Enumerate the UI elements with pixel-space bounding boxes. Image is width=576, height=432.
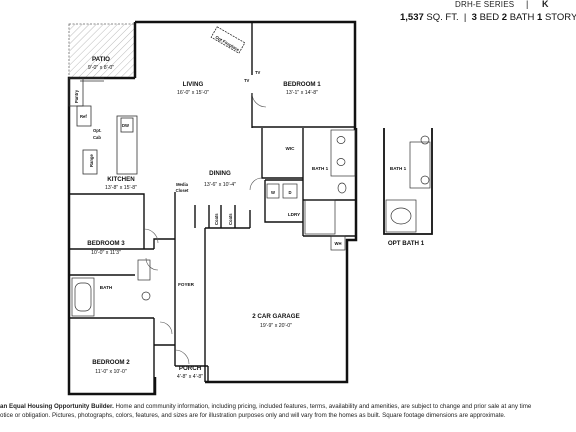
laundry-name: LDRY — [288, 212, 300, 217]
series-label: DRH-E SERIES — [455, 0, 515, 9]
disclaimer-text1: Home and community information, includin… — [113, 403, 532, 410]
opt-bath1-name: OPT BATH 1 — [388, 240, 425, 247]
sqft-unit: SQ. FT. — [426, 12, 459, 23]
patio-slab — [68, 23, 136, 79]
fireplace — [210, 26, 246, 54]
beds-value: 3 — [471, 12, 477, 23]
kitchen-name: KITCHEN — [107, 176, 135, 183]
ref-label: Ref — [80, 114, 87, 119]
plan-stats: 1,537 SQ. FT. | 3 BED 2 BATH 1 STORY — [400, 12, 576, 23]
door-swings — [143, 92, 267, 365]
plan-letter: K — [542, 0, 549, 9]
porch-dim: 4'-8" x 4'-8" — [177, 374, 203, 380]
bedroom2-name: BEDROOM 2 — [92, 359, 130, 366]
floor-plan: PATIO 9'-0" x 8'-0" LIVING 16'-0" x 15'-… — [67, 20, 433, 396]
cab-label: Cab — [93, 135, 101, 140]
hall-bath-fixtures — [71, 259, 151, 317]
kitchen-counters — [68, 77, 138, 175]
opt-bath1-inner-name: BATH 1 — [390, 166, 407, 171]
range-label: Range — [89, 154, 94, 167]
disclaimer-line2: otice or obligation. Pictures, photograp… — [0, 412, 506, 419]
bedroom2-dim: 11'-0" x 10'-0" — [95, 369, 127, 375]
exterior-walls — [67, 20, 358, 396]
opt-label: Opt. — [93, 128, 101, 133]
dining-name: DINING — [209, 170, 231, 177]
story-value: 1 — [537, 12, 543, 23]
patio-dim: 9'-0" x 8'-0" — [88, 65, 114, 71]
bedroom1-name: BEDROOM 1 — [283, 81, 321, 88]
wic-name: WIC — [286, 146, 296, 151]
bedroom3-dim: 10'-0" x 11'3" — [91, 250, 121, 256]
media-closet-label-2: Closet — [176, 188, 189, 193]
disclaimer-bold: an Equal Housing Opportunity Builder. — [0, 403, 114, 410]
garage-name: 2 CAR GARAGE — [252, 313, 299, 320]
media-closet-label-1: Media — [176, 182, 189, 187]
bath1-fixtures — [266, 129, 356, 251]
coats-label-1: Coats — [214, 213, 219, 225]
interior-walls — [69, 22, 356, 394]
patio-name: PATIO — [92, 56, 110, 63]
bedroom3-name: BEDROOM 3 — [87, 240, 125, 247]
dryer-label: D — [288, 190, 291, 195]
living-dim: 16'-0" x 15'-0" — [177, 90, 209, 96]
coats-label-2: Coats — [228, 213, 233, 225]
disclaimer-line1: an Equal Housing Opportunity Builder. Ho… — [0, 402, 576, 411]
living-name: LIVING — [183, 81, 204, 88]
disclaimer: an Equal Housing Opportunity Builder. Ho… — [0, 402, 576, 420]
pantry-label: Pantry — [74, 89, 79, 103]
hall-bath-name: BATH — [100, 285, 113, 290]
water-heater-label: WH — [335, 241, 342, 246]
washer-label: W — [271, 190, 275, 195]
porch-name: PORCH — [179, 365, 202, 372]
foyer-name: FOYER — [178, 282, 195, 287]
baths-value: 2 — [501, 12, 508, 23]
beds-unit: BED — [479, 12, 500, 23]
stats-separator: | — [463, 12, 467, 23]
garage-dim: 19'-9" x 20'-0" — [260, 323, 292, 329]
tv-label-bedroom: TV — [255, 70, 261, 75]
opt-bath1-outline — [383, 128, 433, 235]
tv-label-living: TV — [244, 78, 250, 83]
bedroom1-dim: 13'-1" x 14'-8" — [286, 90, 318, 96]
kitchen-dim: 13'-8" x 15'-8" — [105, 185, 137, 191]
bath1-name: BATH 1 — [312, 166, 329, 171]
baths-unit: BATH — [509, 12, 535, 23]
dishwasher-label: DW — [122, 123, 129, 128]
series-separator: | — [526, 0, 529, 9]
sqft-value: 1,537 — [400, 12, 424, 23]
dining-dim: 13'-6" x 10'-4" — [204, 182, 236, 188]
story-unit: STORY — [544, 12, 576, 23]
